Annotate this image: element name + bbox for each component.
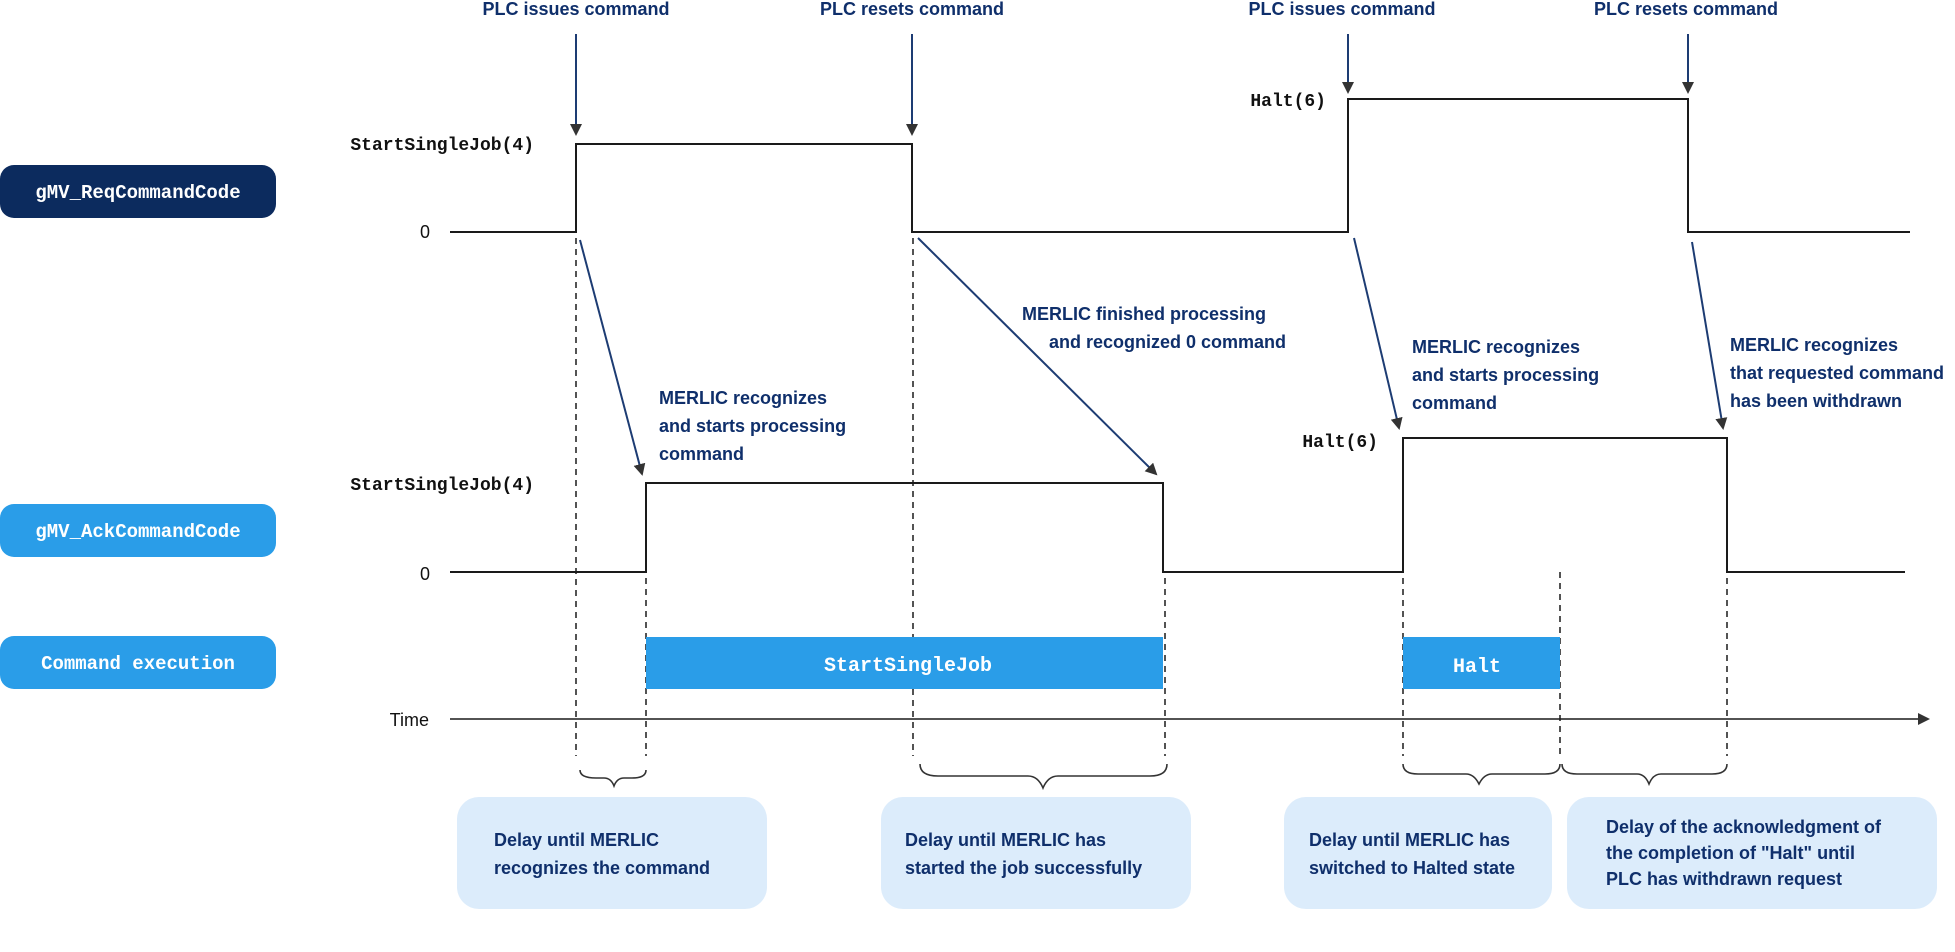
ack-signal-line <box>450 437 1905 573</box>
annotation-withdrawn: MERLIC recognizes that requested command… <box>1730 335 1949 411</box>
delay-box-2 <box>881 797 1191 909</box>
brace-3 <box>1402 763 1561 786</box>
delay-box-1-text: Delay until MERLIC recognizes the comman… <box>494 830 710 878</box>
brace-2 <box>919 763 1168 791</box>
ack-value-halt: Halt(6) <box>1302 433 1378 453</box>
exec-bar-halt-label: Halt <box>1453 656 1501 679</box>
annotation-recognizes-1: MERLIC recognizes and starts processing … <box>659 388 851 464</box>
req-value-halt: Halt(6) <box>1250 92 1326 112</box>
exec-row-label: Command execution <box>41 653 235 675</box>
delay-box-1 <box>457 797 767 909</box>
delay-box-3-text: Delay until MERLIC has switched to Halte… <box>1309 830 1515 878</box>
delay-box-2-text: Delay until MERLIC has started the job s… <box>905 830 1142 878</box>
arrow-withdrawn <box>1691 241 1728 430</box>
req-value-zero: 0 <box>420 222 430 242</box>
exec-bar-startsinglejob <box>646 637 1163 689</box>
label-plc-issues-2: PLC issues command <box>1248 0 1435 19</box>
arrow-recognizes-1 <box>579 239 646 476</box>
exec-bar-halt <box>1403 637 1560 689</box>
req-signal-line <box>450 98 1910 233</box>
exec-row-pill <box>0 636 276 689</box>
arrow-finished <box>917 237 1158 476</box>
brace-1 <box>579 769 647 789</box>
label-plc-resets-2: PLC resets command <box>1594 0 1778 19</box>
delay-box-4-text: Delay of the acknowledgment of the compl… <box>1606 817 1886 889</box>
ack-row-pill <box>0 504 276 557</box>
ack-row-label: gMV_AckCommandCode <box>35 521 240 543</box>
arrow-recognizes-2 <box>1353 237 1403 430</box>
req-value-startsinglejob: StartSingleJob(4) <box>350 136 534 156</box>
req-row-label: gMV_ReqCommandCode <box>35 182 240 204</box>
ack-value-zero: 0 <box>420 564 430 584</box>
annotation-finished: MERLIC finished processing and recognize… <box>1022 304 1286 352</box>
time-axis-label: Time <box>390 710 429 730</box>
ack-value-startsinglejob: StartSingleJob(4) <box>350 476 534 496</box>
delay-box-4 <box>1567 797 1937 909</box>
req-row-pill <box>0 165 276 218</box>
label-plc-resets-1: PLC resets command <box>820 0 1004 19</box>
delay-box-3 <box>1284 797 1552 909</box>
annotation-recognizes-2: MERLIC recognizes and starts processing … <box>1412 337 1604 413</box>
brace-4 <box>1561 763 1728 787</box>
label-plc-issues-1: PLC issues command <box>482 0 669 19</box>
exec-bar-startsinglejob-label: StartSingleJob <box>824 655 992 678</box>
